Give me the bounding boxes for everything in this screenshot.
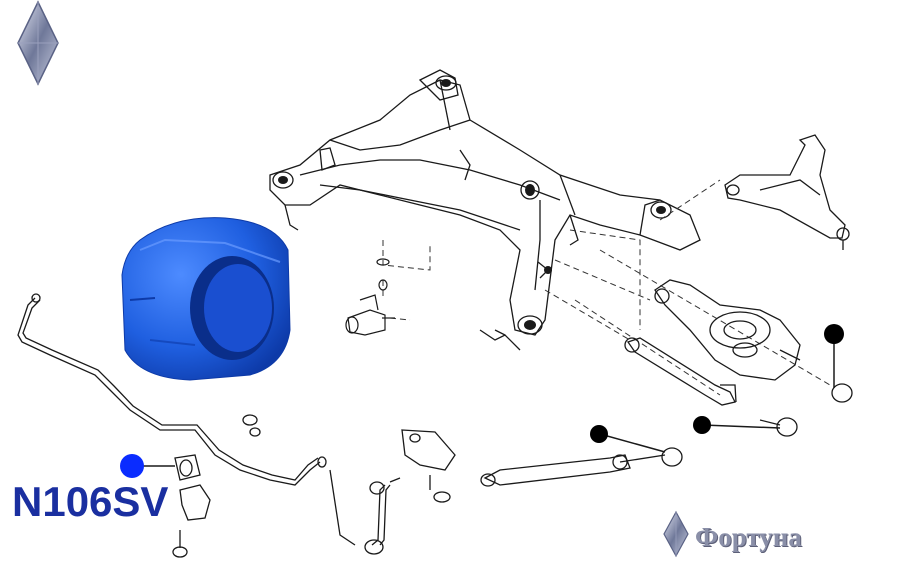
- stabilizer-link: [242, 414, 456, 555]
- blue-stabilizer-bushing: [121, 217, 291, 381]
- dashed-leader-lines: [382, 179, 831, 396]
- upper-arm: [724, 134, 850, 250]
- stabilizer-bar: [17, 293, 327, 486]
- subframe-dark-bushings: [278, 79, 666, 330]
- callout-marker-blue: [120, 454, 144, 478]
- small-bushing-clamp: [172, 454, 211, 558]
- small-fasteners: [345, 258, 395, 336]
- callout-marker-black: [590, 425, 608, 443]
- rear-links: [480, 337, 853, 487]
- rear-subframe: [269, 69, 701, 351]
- diamond-logo-icon: [17, 0, 59, 86]
- brand-name: Фортуна: [695, 522, 802, 552]
- brand-diamond-icon: [663, 510, 689, 558]
- part-code-label: N106SV: [12, 478, 169, 525]
- callout-marker-black: [693, 416, 711, 434]
- lower-arm: [654, 279, 801, 381]
- callout-marker-black: [824, 324, 844, 344]
